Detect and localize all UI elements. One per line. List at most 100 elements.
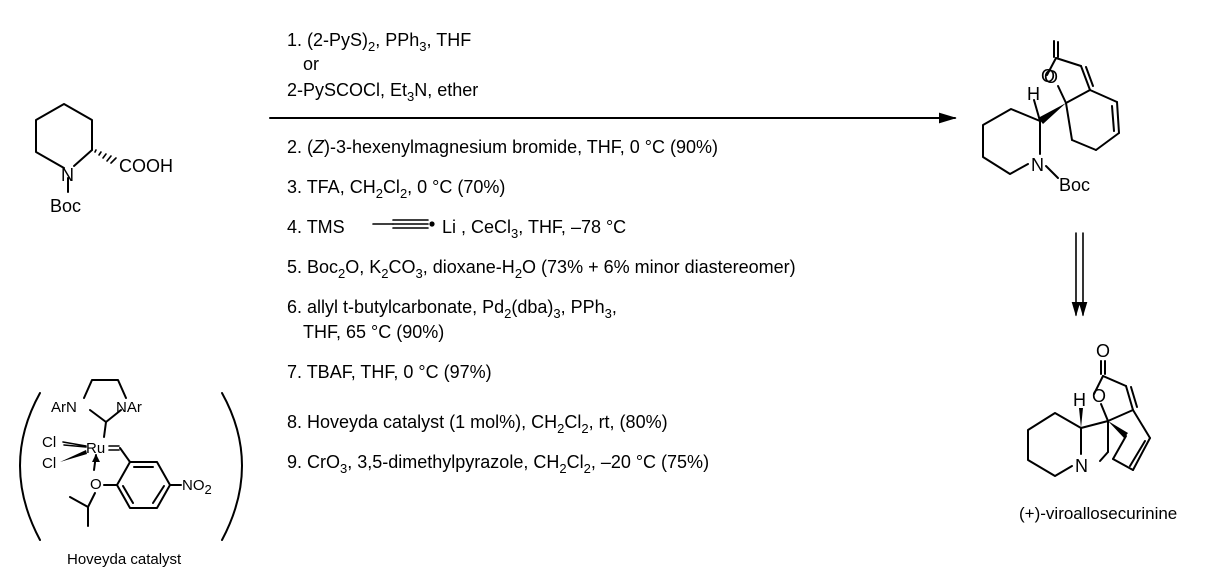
step-text-part: 2: [515, 266, 522, 281]
conditions-block: 1. (2-PyS)2, PPh3, THF or 2-PySCOCl, Et3…: [269, 30, 957, 476]
step-4-rest: Li , CeCl3, THF, –78 °C: [442, 217, 626, 241]
product-structure: O O H N (+)-viroallosecurinine: [1019, 341, 1177, 523]
cat-ru: Ru: [86, 440, 105, 457]
n-c2-bond: [73, 149, 93, 167]
step-text-part: Cl: [383, 177, 400, 197]
step-text-part: Cl: [567, 452, 584, 472]
step-5: 5. Boc2O, K2CO3, dioxane-H2O (73% + 6% m…: [287, 257, 796, 281]
step-text-part: CO: [389, 257, 416, 277]
multi-step-arrow: [1071, 232, 1088, 317]
hashed-wedge-bond: [94, 149, 117, 164]
step-text-part: 5. Boc: [287, 257, 338, 277]
step-text-part: 2: [584, 461, 591, 476]
step-text-part: 3: [340, 461, 347, 476]
step-text-part: 3: [605, 306, 612, 321]
step-text-part: Li , CeCl: [442, 217, 511, 237]
step-text-part: 9. CrO: [287, 452, 340, 472]
prod-h-label: H: [1073, 390, 1086, 410]
int-h-label: H: [1027, 84, 1040, 104]
n-boc-bond: [1045, 165, 1059, 179]
step-text-part: 3: [553, 306, 560, 321]
product-name: (+)-viroallosecurinine: [1019, 504, 1177, 523]
step-text-part: N, ether: [414, 80, 478, 100]
step-text-part: , 3,5-dimethylpyrazole, CH: [347, 452, 559, 472]
start-cooh-label: COOH: [119, 156, 173, 176]
catalyst-caption: Hoveyda catalyst: [67, 551, 182, 568]
isopropyl-group: [69, 496, 89, 527]
step-text-part: 2. (: [287, 137, 313, 157]
step-1-or: or: [303, 54, 319, 74]
step-7: 7. TBAF, THF, 0 °C (97%): [287, 362, 492, 382]
step-text-part: 2: [504, 306, 511, 321]
step-text-part: O, K: [345, 257, 381, 277]
step-text-part: O (73% + 6% minor diastereomer): [522, 257, 796, 277]
wedge-bond: [1038, 103, 1066, 124]
hoveyda-catalyst: ArN NAr Ru Cl Cl O NO2 Hoveyda catalyst: [19, 379, 243, 568]
step-text-part: 2: [376, 186, 383, 201]
step-text-part: 2: [557, 421, 564, 436]
step-text-part: 3: [407, 89, 414, 104]
cat-cl-bottom: Cl: [42, 455, 56, 472]
step-text-part: 6. allyl t-butylcarbonate, Pd: [287, 297, 504, 317]
prod-o-ring: O: [1092, 386, 1106, 406]
prod-o-carbonyl: O: [1096, 341, 1110, 361]
step-text-part: 2: [581, 421, 588, 436]
int-o-carbonyl: O: [1044, 67, 1058, 87]
step-4-tms: 4. TMS: [287, 217, 345, 237]
triple-bond-alkyne: [372, 219, 435, 229]
step-text-part: 2: [381, 266, 388, 281]
step-6b: THF, 65 °C (90%): [303, 322, 444, 342]
step-text-part: , PPh: [561, 297, 605, 317]
carbene-ru-bond: [103, 421, 107, 438]
lactone-co-bond: [1046, 57, 1057, 76]
step-text-part: , rt, (80%): [589, 412, 668, 432]
int-boc-label: Boc: [1059, 175, 1090, 195]
step-6a: 6. allyl t-butylcarbonate, Pd2(dba)3, PP…: [287, 297, 617, 321]
step-text-part: 2-PySCOCl, Et: [287, 80, 407, 100]
cat-o: O: [90, 476, 102, 493]
step-text-part: )-3-hexenylmagnesium bromide, THF, 0 °C …: [324, 137, 718, 157]
step-text-part: 3: [511, 226, 518, 241]
cat-cl-top: Cl: [42, 434, 56, 451]
int-n-label: N: [1031, 155, 1044, 175]
step-text-part: 2: [368, 39, 375, 54]
step-text-part: , THF, –78 °C: [518, 217, 626, 237]
step-2: 2. (Z)-3-hexenylmagnesium bromide, THF, …: [287, 137, 718, 157]
step-text-part: THF, 65 °C (90%): [303, 322, 444, 342]
prod-n-label: N: [1075, 456, 1088, 476]
right-parenthesis: [221, 392, 243, 541]
step-text-part: 2: [559, 461, 566, 476]
step-text-part: 2: [400, 186, 407, 201]
step-1a: 1. (2-PyS)2, PPh3, THF: [287, 30, 471, 54]
step-text-part: 4. TMS: [287, 217, 345, 237]
step-text-part: , THF: [427, 30, 472, 50]
bridge-wedge: [1108, 421, 1128, 438]
step-text-part: (dba): [511, 297, 553, 317]
step-text-part: 3. TFA, CH: [287, 177, 376, 197]
cat-arn: ArN: [51, 399, 77, 416]
step-text-part: , –20 °C (75%): [591, 452, 709, 472]
step-text-part: or: [303, 54, 319, 74]
start-boc-label: Boc: [50, 196, 81, 216]
lithium-dot: [429, 221, 435, 227]
step-text-part: , 0 °C (70%): [407, 177, 505, 197]
intermediate-structure: O O H N Boc: [982, 40, 1120, 195]
cat-nar: NAr: [116, 399, 142, 416]
cat-no2: NO2: [182, 477, 212, 497]
step-text-part: 3: [416, 266, 423, 281]
step-text-part: 1. (2-PyS): [287, 30, 368, 50]
step-text-part: 3: [419, 39, 426, 54]
step-text-part: Z: [312, 137, 325, 157]
step-9: 9. CrO3, 3,5-dimethylpyrazole, CH2Cl2, –…: [287, 452, 709, 476]
left-parenthesis: [19, 392, 41, 541]
piperidine-ring-bonds: [35, 103, 93, 169]
step-text-part: 7. TBAF, THF, 0 °C (97%): [287, 362, 492, 382]
h-wedge: [1079, 408, 1083, 428]
step-text-part: 8. Hoveyda catalyst (1 mol%), CH: [287, 412, 557, 432]
step-text-part: 2: [338, 266, 345, 281]
int-o-ring: O: [1041, 66, 1055, 86]
start-n-label: N: [61, 165, 74, 185]
step-text-part: , PPh: [375, 30, 419, 50]
step-8: 8. Hoveyda catalyst (1 mol%), CH2Cl2, rt…: [287, 412, 668, 436]
